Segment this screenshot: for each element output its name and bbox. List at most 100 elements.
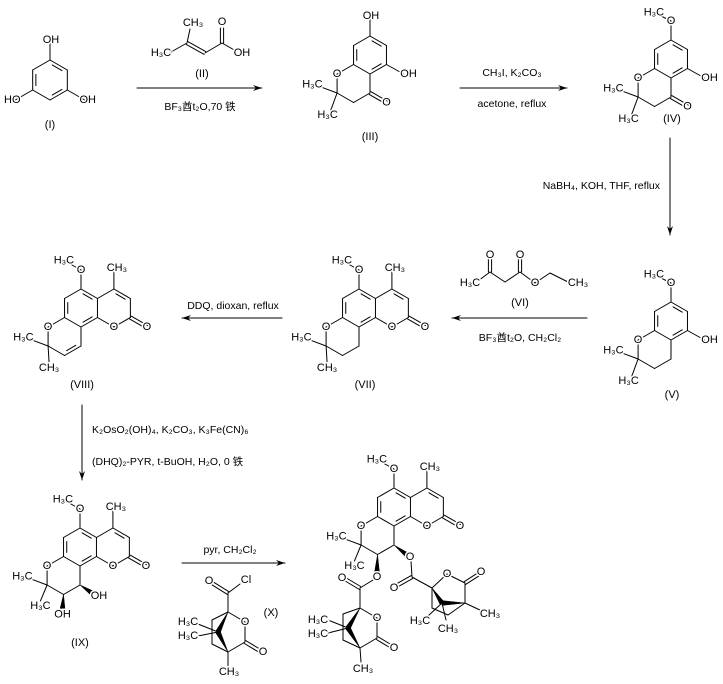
- bond: [114, 532, 125, 539]
- bond: [463, 572, 479, 583]
- reaction-arrow-4: [451, 315, 588, 321]
- bond: [630, 358, 639, 378]
- bond: [80, 288, 98, 299]
- atom-label: H₃C: [603, 344, 623, 356]
- atom-label: O: [634, 72, 643, 84]
- atom-label: O: [667, 277, 676, 289]
- atom-label: H₃C: [618, 375, 638, 387]
- bond: [393, 487, 411, 498]
- bond: [360, 316, 371, 323]
- bond: [327, 627, 349, 634]
- bond: [227, 583, 241, 594]
- bond: [394, 575, 412, 586]
- bond: [64, 317, 82, 328]
- bond: [395, 515, 406, 522]
- arrow-head-icon: [276, 560, 285, 566]
- bond: [170, 42, 188, 53]
- bond: [353, 544, 362, 562]
- bond: [446, 573, 466, 584]
- bond: [211, 643, 229, 653]
- bond: [672, 67, 683, 74]
- reaction-arrow-6: [79, 404, 85, 481]
- bond: [447, 602, 466, 616]
- atom-label: O: [322, 321, 331, 333]
- arrow-head-icon: [558, 85, 567, 91]
- bond: [489, 271, 506, 283]
- step1-conditions: BF₃酋t₂O,70 铁: [164, 100, 236, 113]
- atom-label: O: [382, 97, 391, 109]
- atom-label: O: [76, 503, 85, 515]
- atom-label: H₃C: [460, 277, 480, 289]
- bond: [186, 28, 191, 44]
- bond: [377, 516, 395, 527]
- atom-label: O: [443, 568, 452, 580]
- bond: [637, 330, 656, 341]
- bond: [51, 64, 63, 72]
- bond: [129, 554, 148, 566]
- bond: [431, 607, 449, 616]
- bond: [377, 636, 394, 647]
- bond: [227, 641, 246, 653]
- bond: [336, 92, 355, 103]
- atom-label: CH₃: [385, 262, 405, 274]
- compound-id: (V): [665, 389, 680, 401]
- bond: [113, 317, 131, 328]
- atom-label: H₃C: [308, 628, 328, 640]
- bond: [371, 63, 382, 70]
- step6-reagents: K₂OsO₂(OH)₄, K₂CO₃, K₃Fe(CN)₆: [92, 424, 248, 436]
- atom-label: O: [421, 321, 430, 333]
- atom-label: CH₃: [317, 362, 337, 374]
- bond: [428, 492, 439, 499]
- wedge-bond: [59, 594, 66, 609]
- atom-label: OH: [701, 72, 718, 84]
- bond: [311, 340, 327, 347]
- bond: [325, 345, 328, 364]
- atom-label: H₃C: [12, 570, 32, 582]
- bond: [353, 35, 371, 46]
- atom-label: OH: [43, 34, 60, 46]
- bond: [670, 301, 688, 312]
- bond: [371, 40, 382, 47]
- bond: [243, 642, 260, 653]
- bond: [630, 96, 639, 116]
- bond: [80, 317, 98, 328]
- bond: [327, 619, 349, 629]
- compound-id: (IX): [71, 637, 89, 649]
- bond: [359, 637, 378, 649]
- bond: [391, 317, 409, 328]
- bond: [359, 607, 378, 619]
- bond: [653, 273, 672, 284]
- bond: [81, 532, 92, 539]
- bond: [113, 288, 131, 299]
- compound-id: (VII): [355, 379, 376, 391]
- atom-label: O: [477, 566, 486, 578]
- arrow-head-icon: [79, 471, 85, 480]
- bond: [185, 43, 205, 55]
- atom-label: O: [667, 15, 676, 27]
- bond: [395, 492, 406, 499]
- bond: [63, 584, 81, 595]
- bond: [96, 288, 115, 299]
- bond: [377, 544, 395, 555]
- bond: [654, 358, 672, 369]
- atom-label: O: [683, 101, 692, 113]
- atom-label: OH: [400, 68, 417, 80]
- bond: [96, 317, 115, 328]
- bond: [32, 579, 48, 586]
- reaction-arrow-2: [459, 85, 568, 91]
- bond: [686, 330, 706, 341]
- atom-label: O: [456, 520, 465, 532]
- bond: [46, 584, 65, 595]
- bond: [336, 64, 355, 75]
- atom-label: O: [634, 334, 643, 346]
- atom-label: H₃C: [151, 47, 171, 59]
- atom-label: OH: [54, 609, 71, 621]
- bond: [358, 317, 376, 328]
- bond: [212, 581, 230, 593]
- atom-label: H₃C: [644, 6, 664, 18]
- step7-reagents: pyr, CH₂Cl₂: [203, 544, 256, 556]
